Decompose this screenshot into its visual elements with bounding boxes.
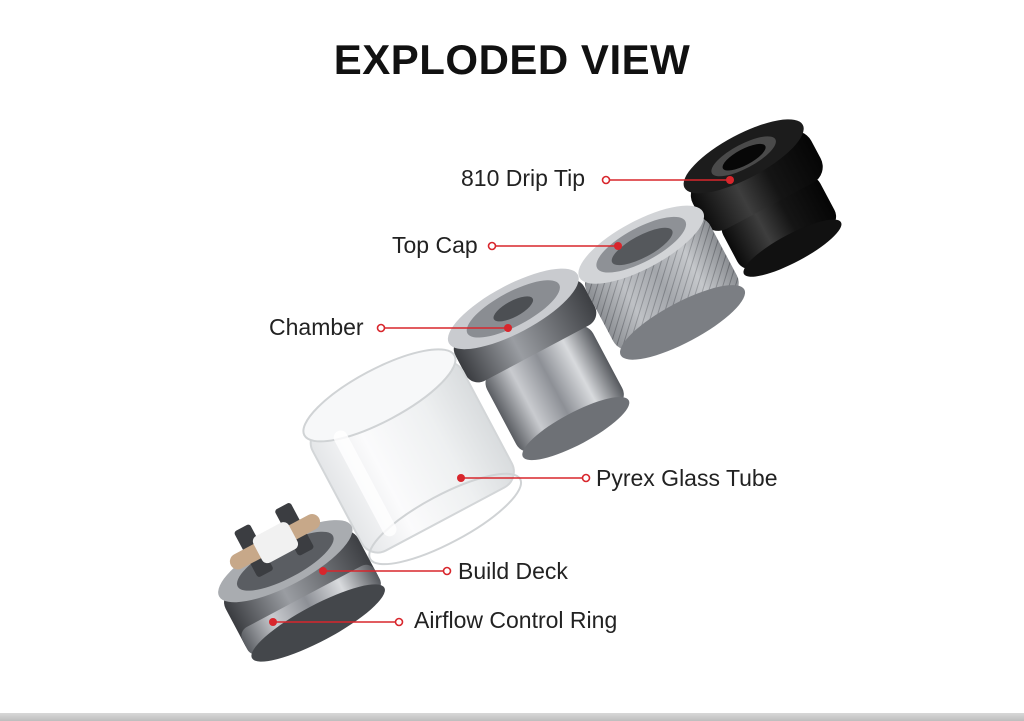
label-chamber: Chamber <box>269 314 364 340</box>
leader-lines <box>269 175 734 627</box>
build-deck-part <box>218 503 385 662</box>
label-build-deck: Build Deck <box>458 558 568 584</box>
label-pyrex-glass-tube: Pyrex Glass Tube <box>596 465 778 491</box>
label-airflow-control-ring: Airflow Control Ring <box>414 607 618 633</box>
bottom-divider <box>0 713 1024 721</box>
drip-tip-part <box>683 119 842 277</box>
chamber-part <box>447 268 630 461</box>
page-title: EXPLODED VIEW <box>333 36 691 83</box>
label-810-drip-tip: 810 Drip Tip <box>461 165 586 191</box>
label-top-cap: Top Cap <box>392 232 478 258</box>
top-cap-part <box>578 205 746 360</box>
pyrex-glass-part <box>302 348 523 566</box>
